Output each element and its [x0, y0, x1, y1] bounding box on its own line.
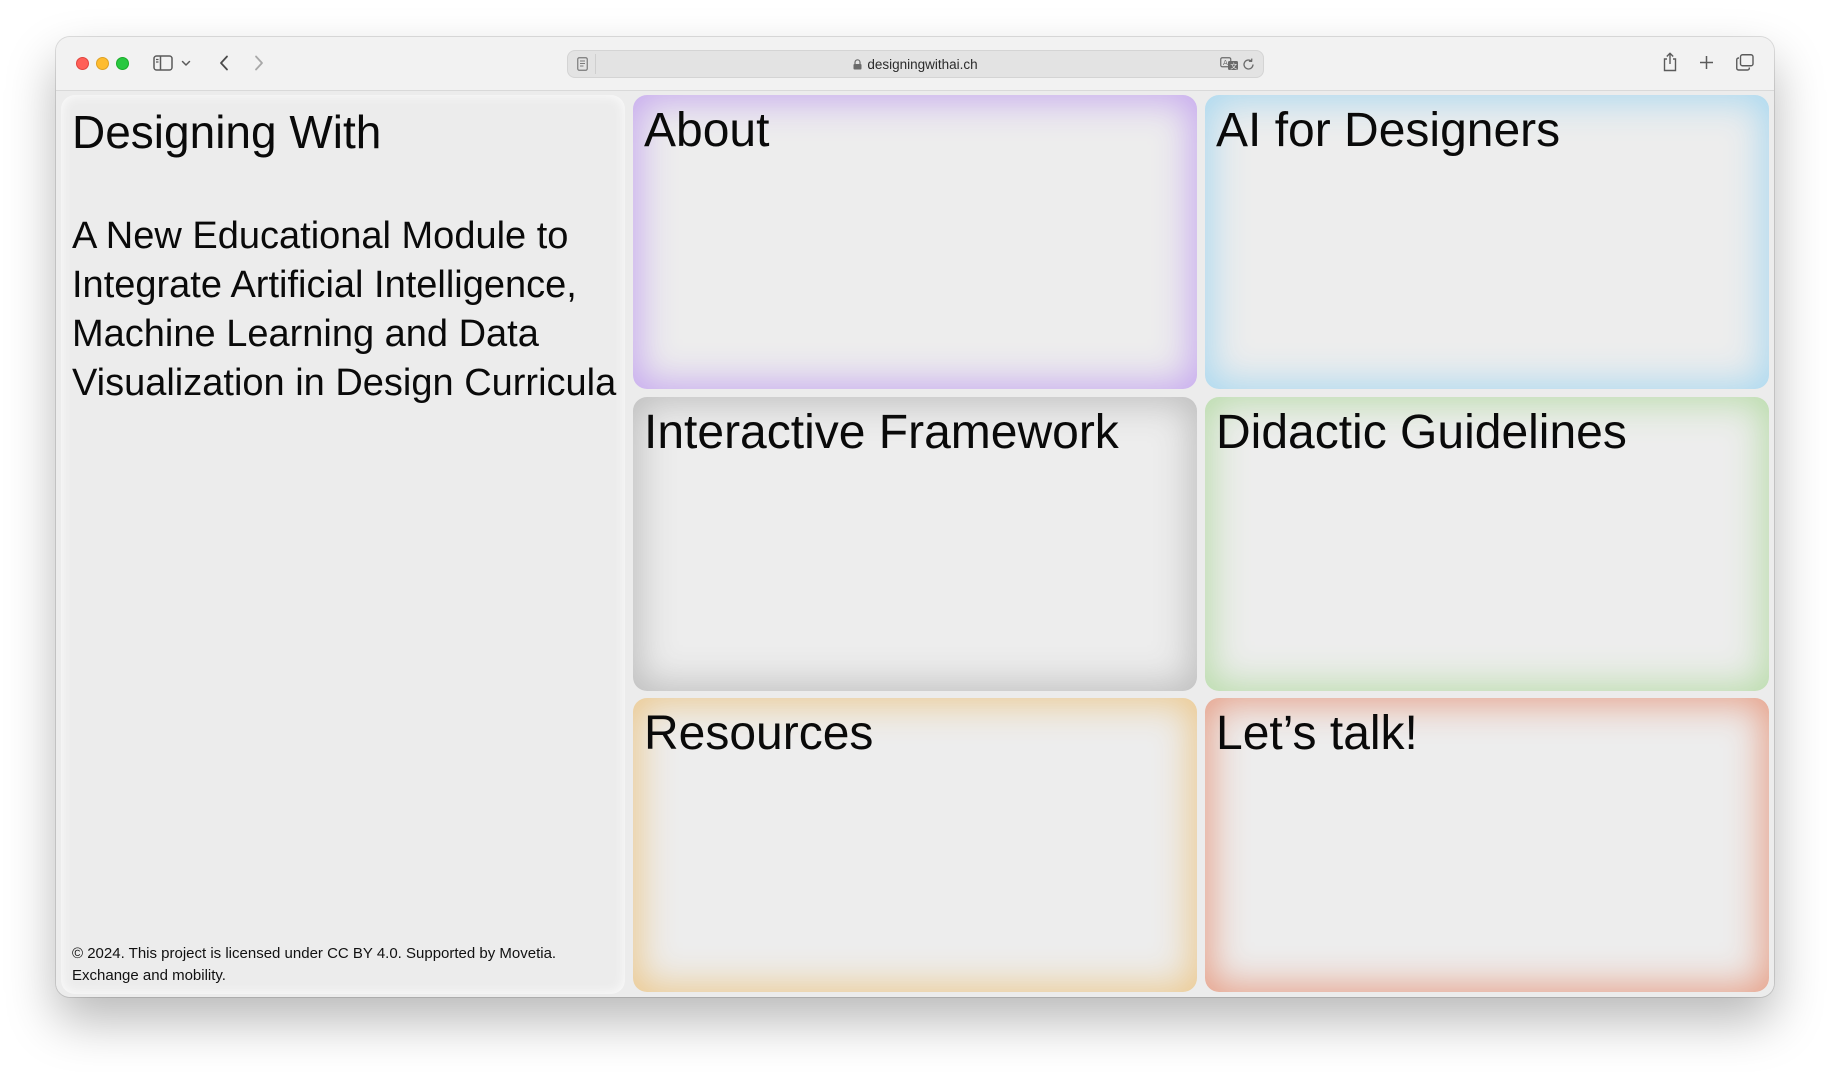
- chevron-down-icon[interactable]: [180, 58, 192, 68]
- tab-overview-icon[interactable]: [1735, 53, 1755, 71]
- minimize-window-button[interactable]: [96, 57, 109, 70]
- address-divider: [595, 54, 596, 74]
- share-icon[interactable]: [1661, 51, 1679, 73]
- card-ai-for-designers[interactable]: AI for Designers: [1205, 95, 1769, 389]
- intro-panel: Designing With A New Educational Module …: [61, 95, 625, 994]
- site-title: Designing With: [72, 106, 382, 158]
- reload-icon[interactable]: [1240, 56, 1256, 72]
- sidebar-icon[interactable]: [152, 54, 174, 72]
- svg-text:A: A: [1223, 59, 1228, 67]
- card-interactive-framework[interactable]: Interactive Framework: [633, 397, 1197, 691]
- footer-license: © 2024. This project is licensed under C…: [72, 945, 557, 984]
- lock-icon: [853, 58, 862, 73]
- svg-text:文: 文: [1230, 61, 1237, 70]
- card-title: Interactive Framework: [644, 406, 1119, 459]
- card-title: AI for Designers: [1216, 104, 1561, 157]
- card-title: About: [644, 104, 770, 157]
- plus-icon[interactable]: [1697, 53, 1715, 71]
- card-title: Didactic Guidelines: [1216, 406, 1627, 459]
- site-subtitle: A New Educational Module to Integrate Ar…: [72, 215, 617, 404]
- back-arrow-icon[interactable]: [216, 53, 232, 73]
- card-title: Let’s talk!: [1216, 707, 1418, 760]
- close-window-button[interactable]: [76, 57, 89, 70]
- reader-icon[interactable]: [575, 56, 589, 72]
- card-resources[interactable]: Resources: [633, 698, 1197, 992]
- forward-arrow-icon[interactable]: [251, 53, 267, 73]
- url-display[interactable]: designingwithai.ch: [568, 57, 1263, 73]
- page-content: Designing With A New Educational Module …: [56, 91, 1774, 997]
- url-text: designingwithai.ch: [867, 57, 978, 72]
- card-title: Resources: [644, 707, 874, 760]
- card-about[interactable]: About: [633, 95, 1197, 389]
- card-lets-talk[interactable]: Let’s talk!: [1205, 698, 1769, 992]
- card-didactic-guidelines[interactable]: Didactic Guidelines: [1205, 397, 1769, 691]
- zoom-window-button[interactable]: [116, 57, 129, 70]
